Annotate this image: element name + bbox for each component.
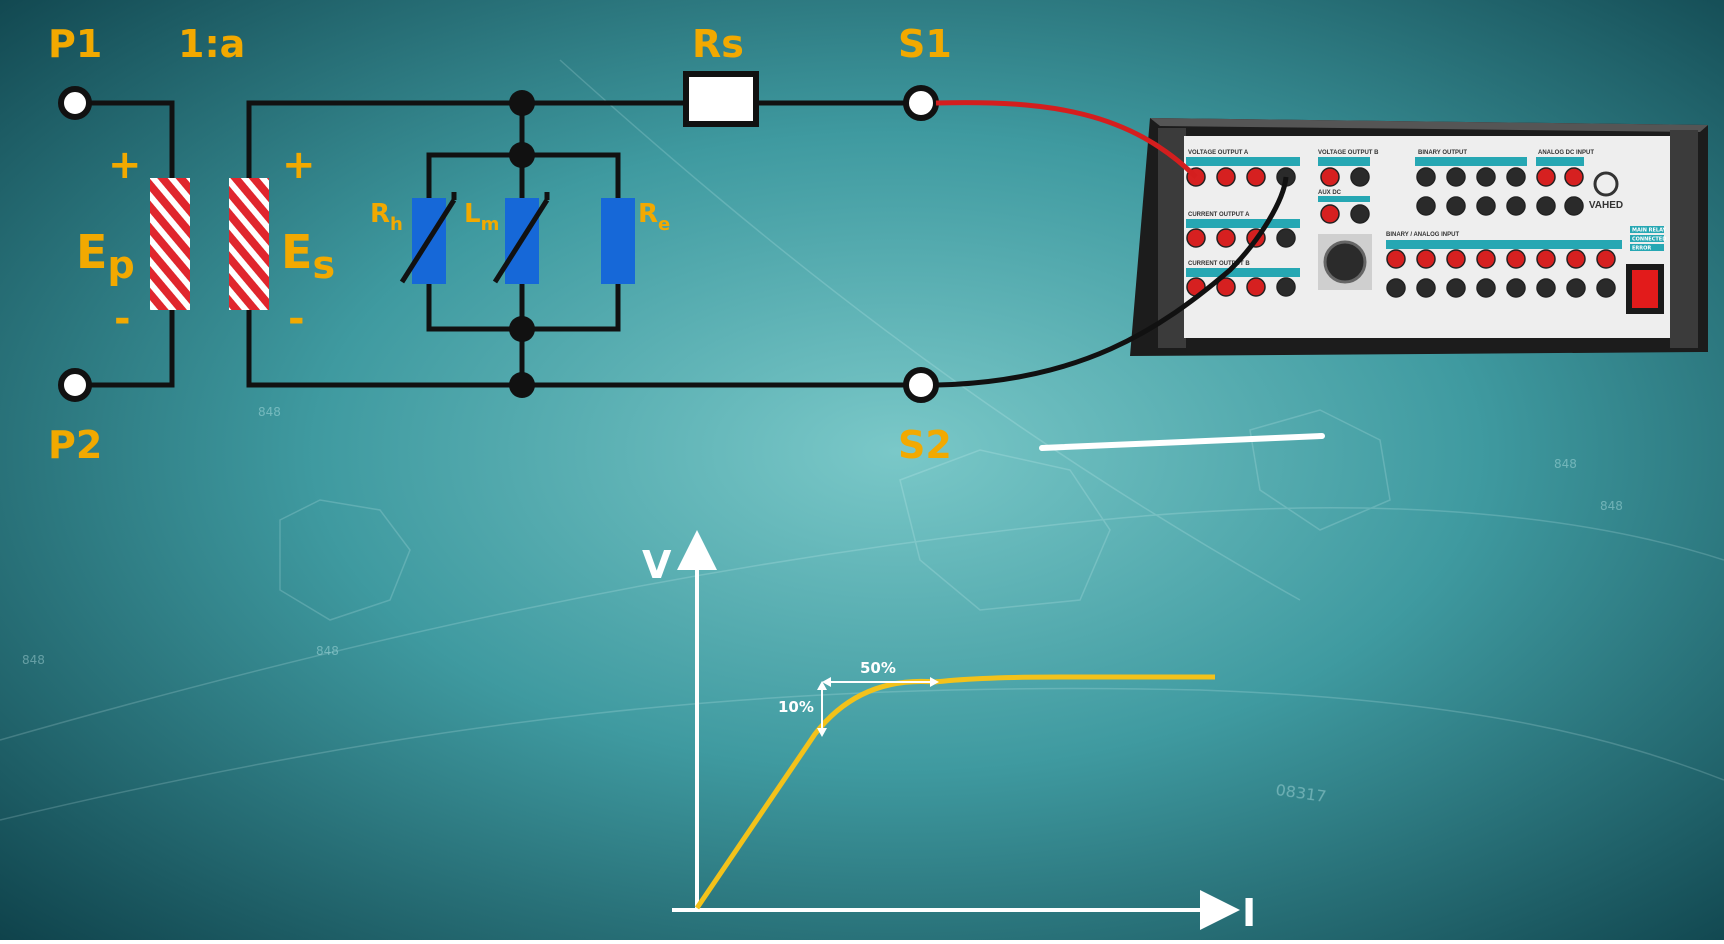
annotation-10: 10% <box>778 698 814 716</box>
primary-winding <box>150 178 190 310</box>
device-logo-icon <box>1593 171 1619 197</box>
label-s2: S2 <box>898 423 952 467</box>
label-secondary-plus: + <box>282 142 316 188</box>
node-branch-bottom <box>509 316 535 342</box>
vi-chart: V I 10% 50% <box>642 530 1256 935</box>
red-test-lead <box>935 100 1198 179</box>
node-bottom <box>509 372 535 398</box>
terminal-s1 <box>903 85 939 121</box>
section-binary-output: BINARY OUTPUT <box>1418 150 1467 156</box>
terminal-p1 <box>58 86 92 120</box>
branch-elements <box>399 192 635 284</box>
section-current-a: CURRENT OUTPUT A <box>1188 212 1250 218</box>
secondary-winding <box>229 178 269 310</box>
section-current-b: CURRENT OUTPUT B <box>1188 261 1250 267</box>
svg-text:848: 848 <box>1600 499 1623 513</box>
section-binary-input: BINARY / ANALOG INPUT <box>1386 232 1459 238</box>
section-aux-dc: AUX DC <box>1318 190 1342 196</box>
svg-text:848: 848 <box>316 644 339 658</box>
node-branch-top <box>509 142 535 168</box>
label-re: Re <box>638 199 670 235</box>
terminal-p2 <box>58 368 92 402</box>
label-es: Es <box>281 225 335 287</box>
status-main-relay: MAIN RELAY <box>1632 228 1666 234</box>
node-top <box>509 90 535 116</box>
label-rh: Rh <box>370 199 403 235</box>
label-ep: Ep <box>76 225 135 287</box>
section-voltage-a: VOLTAGE OUTPUT A <box>1188 150 1249 156</box>
device-round-connector <box>1323 240 1367 284</box>
label-p2: P2 <box>48 423 102 467</box>
annotation-50: 50% <box>860 659 896 677</box>
device-sockets <box>1186 167 1616 298</box>
section-analog-dc: ANALOG DC INPUT <box>1538 150 1594 156</box>
terminals <box>58 85 939 403</box>
svg-text:848: 848 <box>1554 457 1577 471</box>
label-ratio: 1:a <box>178 22 245 66</box>
black-test-lead <box>935 176 1289 388</box>
status-error: ERROR <box>1632 246 1651 252</box>
device-brand: VAHED <box>1589 200 1623 211</box>
circuit-labels: P1 1:a Rs S1 P2 S2 + - + - Ep Es Rh Lm R… <box>48 22 952 467</box>
y-axis-label: V <box>642 543 672 587</box>
rs-resistor <box>683 71 759 127</box>
x-axis-label: I <box>1242 891 1256 935</box>
motion-streak <box>1039 433 1325 451</box>
re-element <box>601 198 635 284</box>
label-p1: P1 <box>48 22 102 66</box>
label-secondary-minus: - <box>288 296 305 342</box>
svg-text:848: 848 <box>22 653 45 667</box>
status-connected: CONNECTED <box>1632 237 1666 243</box>
label-primary-minus: - <box>114 296 131 342</box>
label-rs: Rs <box>692 22 744 66</box>
label-s1: S1 <box>898 22 952 66</box>
background-decor <box>0 59 1724 821</box>
section-voltage-b: VOLTAGE OUTPUT B <box>1318 150 1379 156</box>
label-primary-plus: + <box>108 142 142 188</box>
svg-text:848: 848 <box>258 405 281 419</box>
test-set-device: VOLTAGE OUTPUT A VOLTAGE OUTPUT B BINARY… <box>1130 118 1708 356</box>
label-lm: Lm <box>464 199 499 235</box>
terminal-s2 <box>903 367 939 403</box>
circuit-nodes <box>509 90 535 398</box>
